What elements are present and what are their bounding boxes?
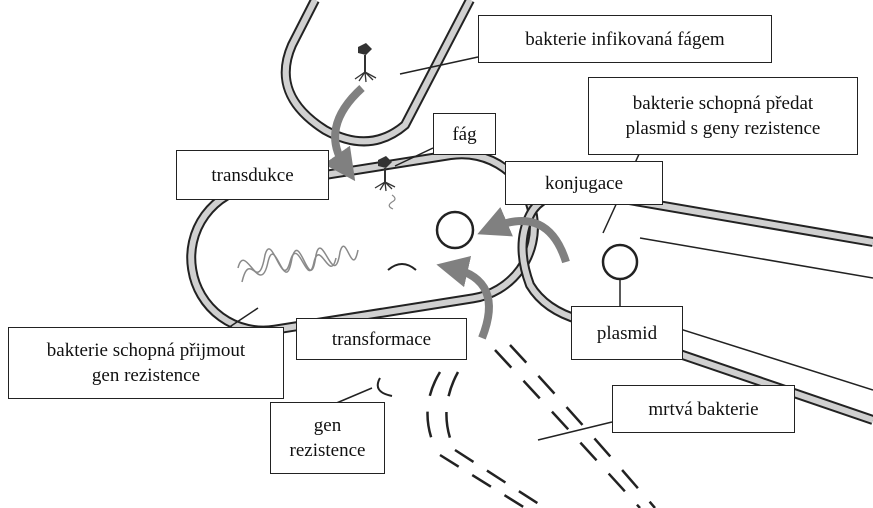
label-transduction: transdukce	[176, 150, 329, 200]
transduction-arrow	[335, 88, 362, 168]
resistance-gene-text-line1: gen	[314, 413, 341, 438]
plasmid-in-recipient	[437, 212, 473, 248]
plasmid-in-donor	[603, 245, 637, 279]
transduction-text: transdukce	[211, 163, 293, 188]
label-dead-bacterium: mrtvá bakterie	[612, 385, 795, 433]
recipient-bacterium-text-line2: gen rezistence	[92, 363, 200, 388]
plasmid-text: plasmid	[597, 321, 657, 346]
chromosome-dna	[238, 246, 358, 282]
label-recipient-bacterium: bakterie schopná přijmout gen rezistence	[8, 327, 284, 399]
donor-bacterium-text-line1: bakterie schopná předat	[633, 91, 813, 116]
gene-fragment	[388, 264, 416, 270]
label-conjugation: konjugace	[505, 161, 663, 205]
label-infected-bacterium: bakterie infikovaná fágem	[478, 15, 772, 63]
label-phage: fág	[433, 113, 496, 155]
label-resistance-gene: gen rezistence	[270, 402, 385, 474]
transformation-text: transformace	[332, 327, 431, 352]
label-transformation: transformace	[296, 318, 467, 360]
phage-text: fág	[452, 122, 476, 147]
label-donor-bacterium: bakterie schopná předat plasmid s geny r…	[588, 77, 858, 155]
label-plasmid: plasmid	[571, 306, 683, 360]
donor-bacterium-text-line2: plasmid s geny rezistence	[626, 116, 821, 141]
infected-bacterium-text: bakterie infikovaná fágem	[525, 27, 724, 52]
conjugation-text: konjugace	[545, 171, 623, 196]
dead-bacterium-text: mrtvá bakterie	[648, 397, 758, 422]
phage-on-infected	[355, 43, 376, 82]
resistance-gene-text-line2: rezistence	[290, 438, 366, 463]
recipient-bacterium-text-line1: bakterie schopná přijmout	[47, 338, 245, 363]
